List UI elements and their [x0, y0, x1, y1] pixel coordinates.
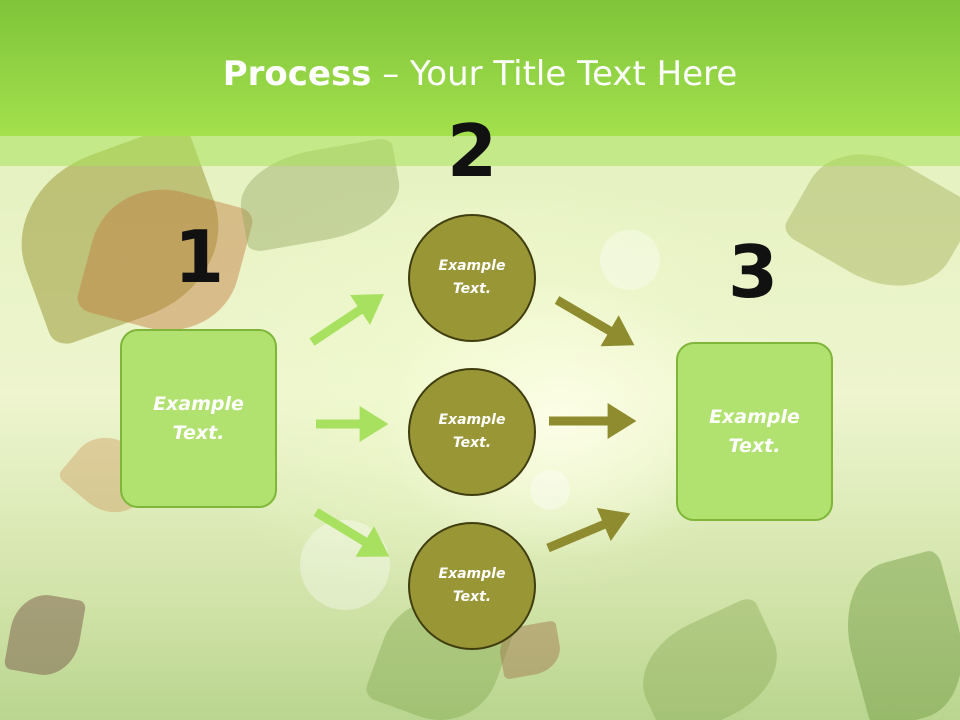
- title-rest: – Your Title Text Here: [371, 54, 738, 94]
- arrow-from-circle-top: [554, 296, 635, 347]
- circle-bottom: Example Text.: [408, 522, 536, 650]
- circle-middle: Example Text.: [408, 368, 536, 496]
- title-band: [0, 136, 960, 166]
- step-number-1: 1: [173, 215, 225, 299]
- circle-top: Example Text.: [408, 214, 536, 342]
- bokeh-decoration: [530, 470, 570, 510]
- arrow-from-circle-bottom: [546, 507, 631, 553]
- bokeh-decoration: [600, 230, 660, 290]
- step-number-2: 2: [446, 109, 498, 193]
- arrow-to-circle-top: [309, 294, 384, 346]
- title-bar: [0, 0, 960, 136]
- arrow-to-circle-bottom: [313, 508, 390, 557]
- step-box-3: Example Text.: [676, 342, 833, 521]
- title-bold: Process: [222, 54, 372, 94]
- step-number-3: 3: [727, 230, 779, 314]
- slide-title: Process – Your Title Text Here: [0, 52, 960, 96]
- step-box-1: Example Text.: [120, 329, 277, 508]
